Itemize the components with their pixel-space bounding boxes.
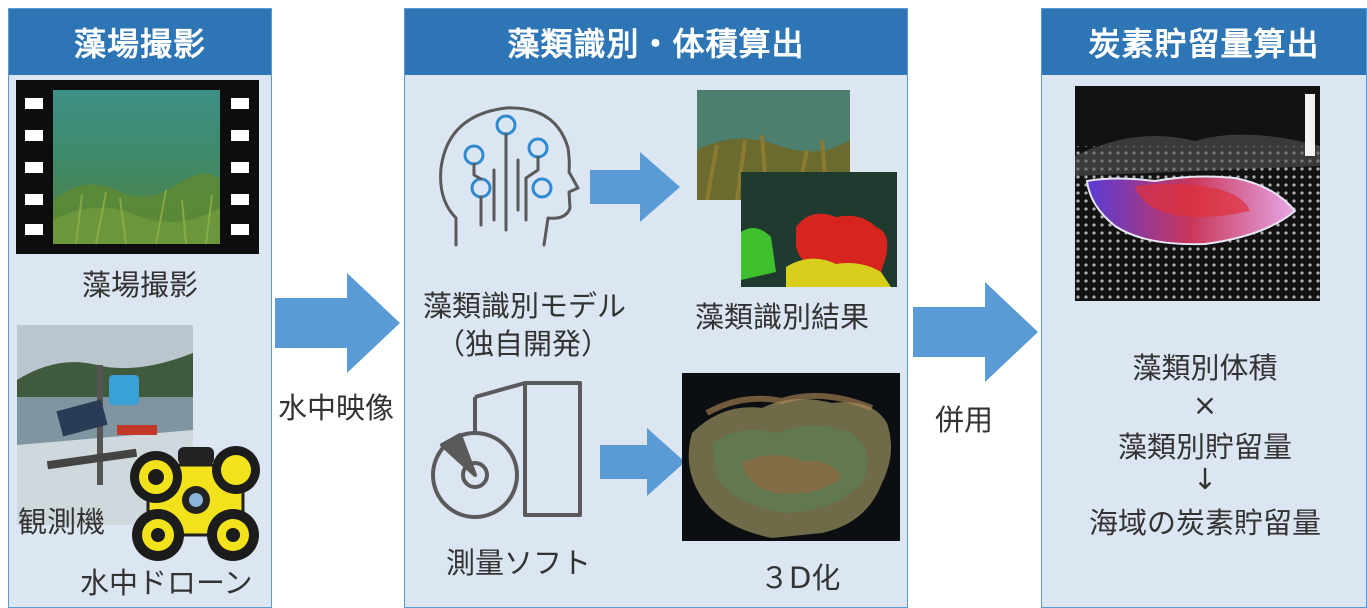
model-arrow bbox=[590, 152, 680, 222]
model-label-line1: 藻類識別モデル bbox=[423, 289, 627, 323]
drone-label: 水中ドローン bbox=[80, 566, 253, 600]
software-label: 測量ソフト bbox=[446, 546, 592, 580]
film-strip-icon bbox=[16, 80, 259, 254]
capture-panel-title: 藻場撮影 bbox=[9, 9, 271, 75]
model-label-line2: （独自開発） bbox=[436, 327, 611, 361]
formula-line-2: × bbox=[1192, 388, 1218, 422]
point-cloud-volume-image bbox=[1075, 86, 1320, 301]
flow-arrow-1 bbox=[275, 273, 400, 373]
flow-arrow-2 bbox=[913, 282, 1038, 382]
arrow1-label: 水中映像 bbox=[278, 391, 395, 425]
arrow2-label: 併用 bbox=[935, 403, 994, 437]
underwater-drone-image bbox=[118, 425, 268, 570]
formula-line-5: 海域の炭素貯留量 bbox=[1088, 506, 1321, 540]
ai-head-icon bbox=[436, 100, 586, 250]
formula-line-3: 藻類別貯留量 bbox=[1117, 430, 1292, 464]
carbon-panel-title: 炭素貯留量算出 bbox=[1042, 9, 1366, 75]
survey-arrow bbox=[600, 428, 685, 496]
formula-line-1: 藻類別体積 bbox=[1132, 351, 1278, 385]
video-label: 藻場撮影 bbox=[81, 268, 198, 302]
observer-label: 観測機 bbox=[18, 505, 106, 539]
survey-software-icon bbox=[420, 375, 600, 525]
result-label: 藻類識別結果 bbox=[695, 300, 870, 334]
threed-model-image bbox=[682, 373, 900, 541]
analysis-panel-title: 藻類識別・体積算出 bbox=[405, 9, 907, 75]
segmentation-result-image bbox=[741, 172, 897, 287]
threed-label: ３D化 bbox=[760, 561, 841, 595]
formula-line-4: ↓ bbox=[1192, 462, 1218, 496]
